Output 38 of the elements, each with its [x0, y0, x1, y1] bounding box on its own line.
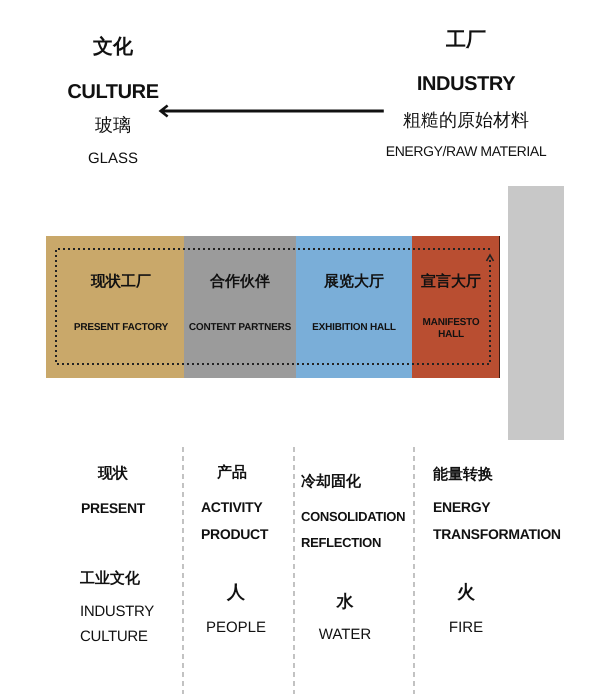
- english-subheading: GLASS: [88, 150, 138, 168]
- chinese-subheading: 玻璃: [95, 115, 131, 137]
- vertical-bar: [508, 186, 564, 440]
- zone-title: 宣言大厅: [421, 273, 481, 291]
- english-heading: INDUSTRY: [416, 72, 516, 96]
- zone-block: [184, 236, 296, 378]
- chinese-heading: 文化: [93, 35, 133, 59]
- column-subheading: ENERGY TRANSFORMATION: [433, 498, 561, 544]
- zone-block: [412, 236, 500, 378]
- zone-label: PRESENT FACTORY: [74, 322, 168, 334]
- element-heading: 火: [457, 582, 475, 604]
- arrow: [159, 104, 384, 118]
- element-label: WATER: [318, 626, 372, 644]
- column-heading: 现状: [98, 465, 128, 483]
- zone-label: CONTENT PARTNERS: [188, 322, 292, 334]
- column-subheading: ACTIVITY PRODUCT: [201, 498, 268, 544]
- element-heading: 水: [336, 592, 354, 612]
- column-heading: 冷却固化: [301, 473, 361, 491]
- zone-title: 展览大厅: [324, 273, 384, 291]
- column-heading: 能量转换: [433, 466, 493, 484]
- element-label: INDUSTRY CULTURE: [80, 602, 154, 647]
- zone-block: [296, 236, 412, 378]
- column-subheading: PRESENT: [80, 500, 146, 517]
- english-subheading: ENERGY/RAW MATERIAL: [386, 142, 546, 160]
- zone-label: EXHIBITION HALL: [312, 322, 396, 334]
- zone-title: 现状工厂: [91, 273, 151, 291]
- column-heading: 产品: [217, 464, 247, 482]
- element-heading: 工业文化: [80, 570, 140, 588]
- zone-block: [46, 236, 184, 378]
- zone-label: MANIFESTO HALL: [422, 317, 480, 341]
- chinese-subheading: 粗糙的原始材料: [403, 110, 529, 132]
- element-label: PEOPLE: [206, 619, 266, 637]
- column-subheading: CONSOLIDATION REFLECTION: [301, 508, 406, 552]
- chinese-heading: 工厂: [446, 28, 486, 52]
- element-label: FIRE: [448, 619, 484, 637]
- english-heading: CULTURE: [67, 80, 159, 104]
- zone-title: 合作伙伴: [210, 273, 270, 291]
- element-heading: 人: [227, 582, 245, 604]
